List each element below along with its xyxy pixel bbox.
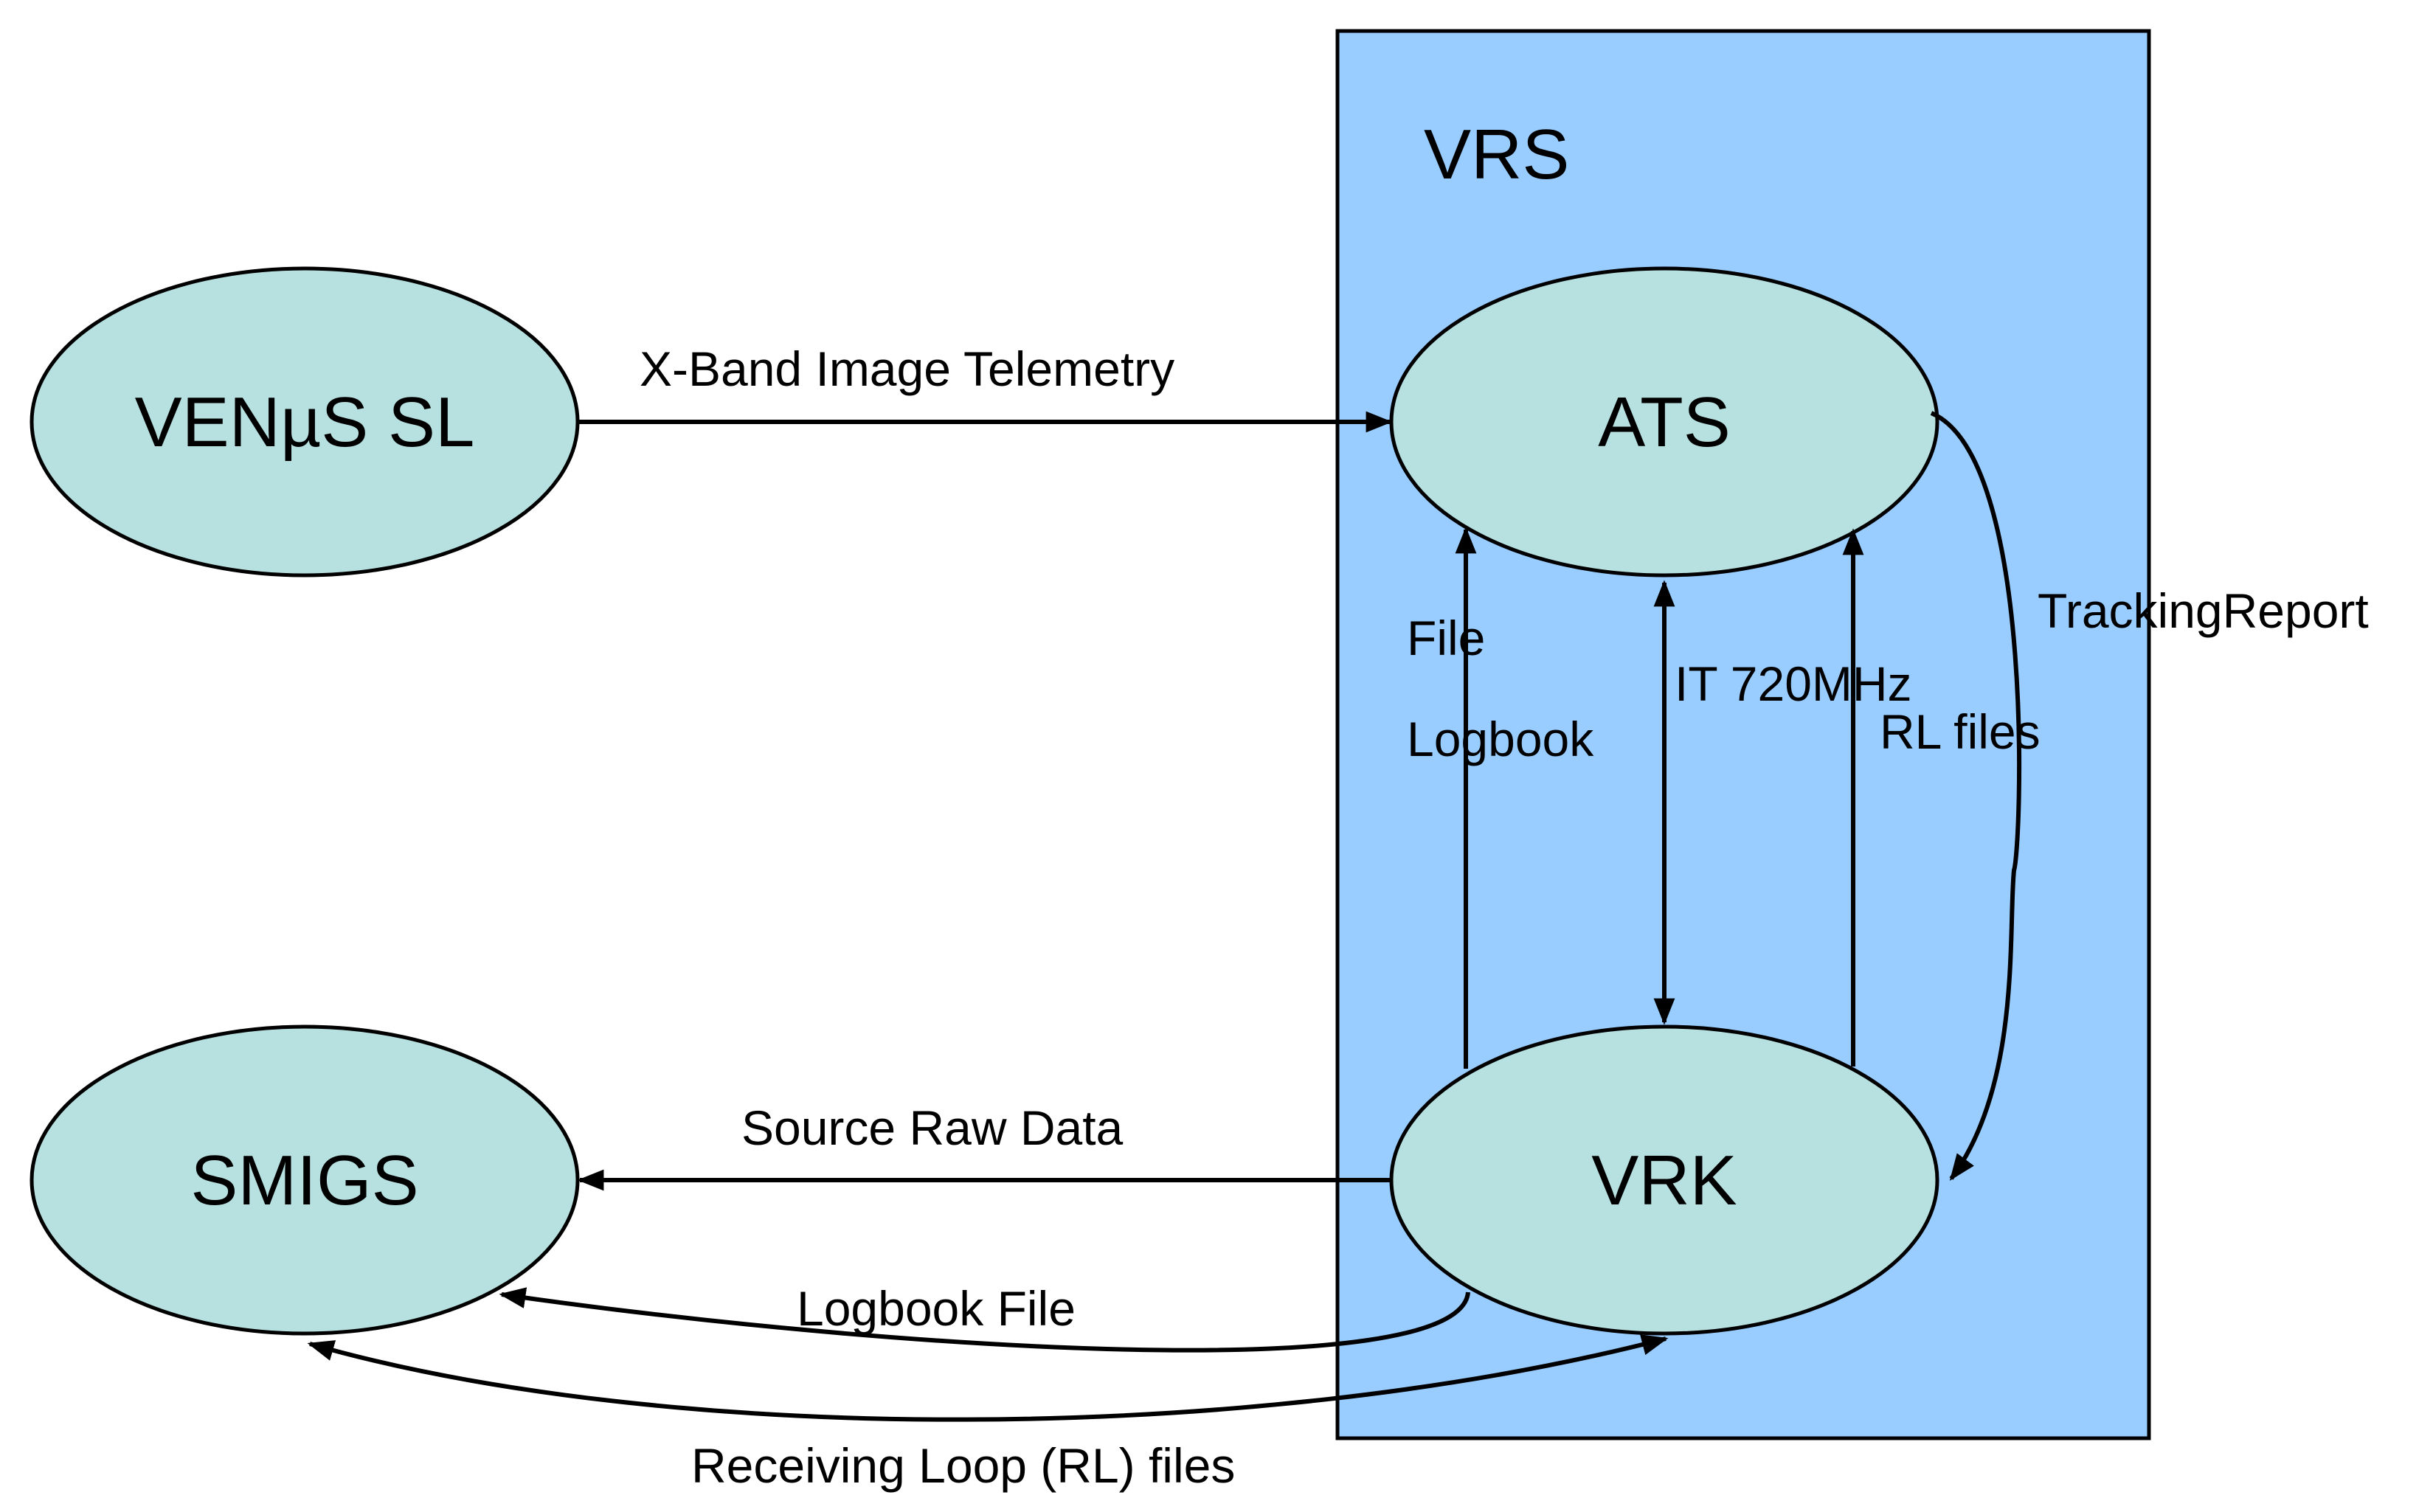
node-venus-sl: VENµS SL <box>30 266 580 578</box>
edge-tracking <box>1930 411 2022 1181</box>
edge-rlfiles-label: RL files <box>1880 704 2041 759</box>
vrs-label: VRS <box>1424 115 1569 194</box>
edge-logbook-label: Logbook <box>1407 712 1594 766</box>
node-smigs: SMIGS <box>30 1024 580 1336</box>
node-vrk-label: VRK <box>1591 1141 1737 1220</box>
edge-it720-label: IT 720MHz <box>1675 656 1912 711</box>
edge-xband-label: X-Band Image Telemetry <box>640 341 1174 396</box>
edge-receivingloop-label: Receiving Loop (RL) files <box>691 1438 1235 1493</box>
edge-file-label: File <box>1407 611 1485 665</box>
edge-receivingloop <box>307 1334 1669 1422</box>
edge-sourceraw-label: Source Raw Data <box>741 1100 1124 1155</box>
node-venus-sl-label: VENµS SL <box>135 383 475 462</box>
node-vrk: VRK <box>1389 1024 1939 1336</box>
node-ats: ATS <box>1389 266 1939 578</box>
edge-logbookfile-label: Logbook File <box>797 1281 1076 1336</box>
node-smigs-label: SMIGS <box>190 1141 418 1220</box>
node-ats-label: ATS <box>1598 383 1731 462</box>
edge-tracking-label: TrackingReport <box>2038 583 2369 638</box>
